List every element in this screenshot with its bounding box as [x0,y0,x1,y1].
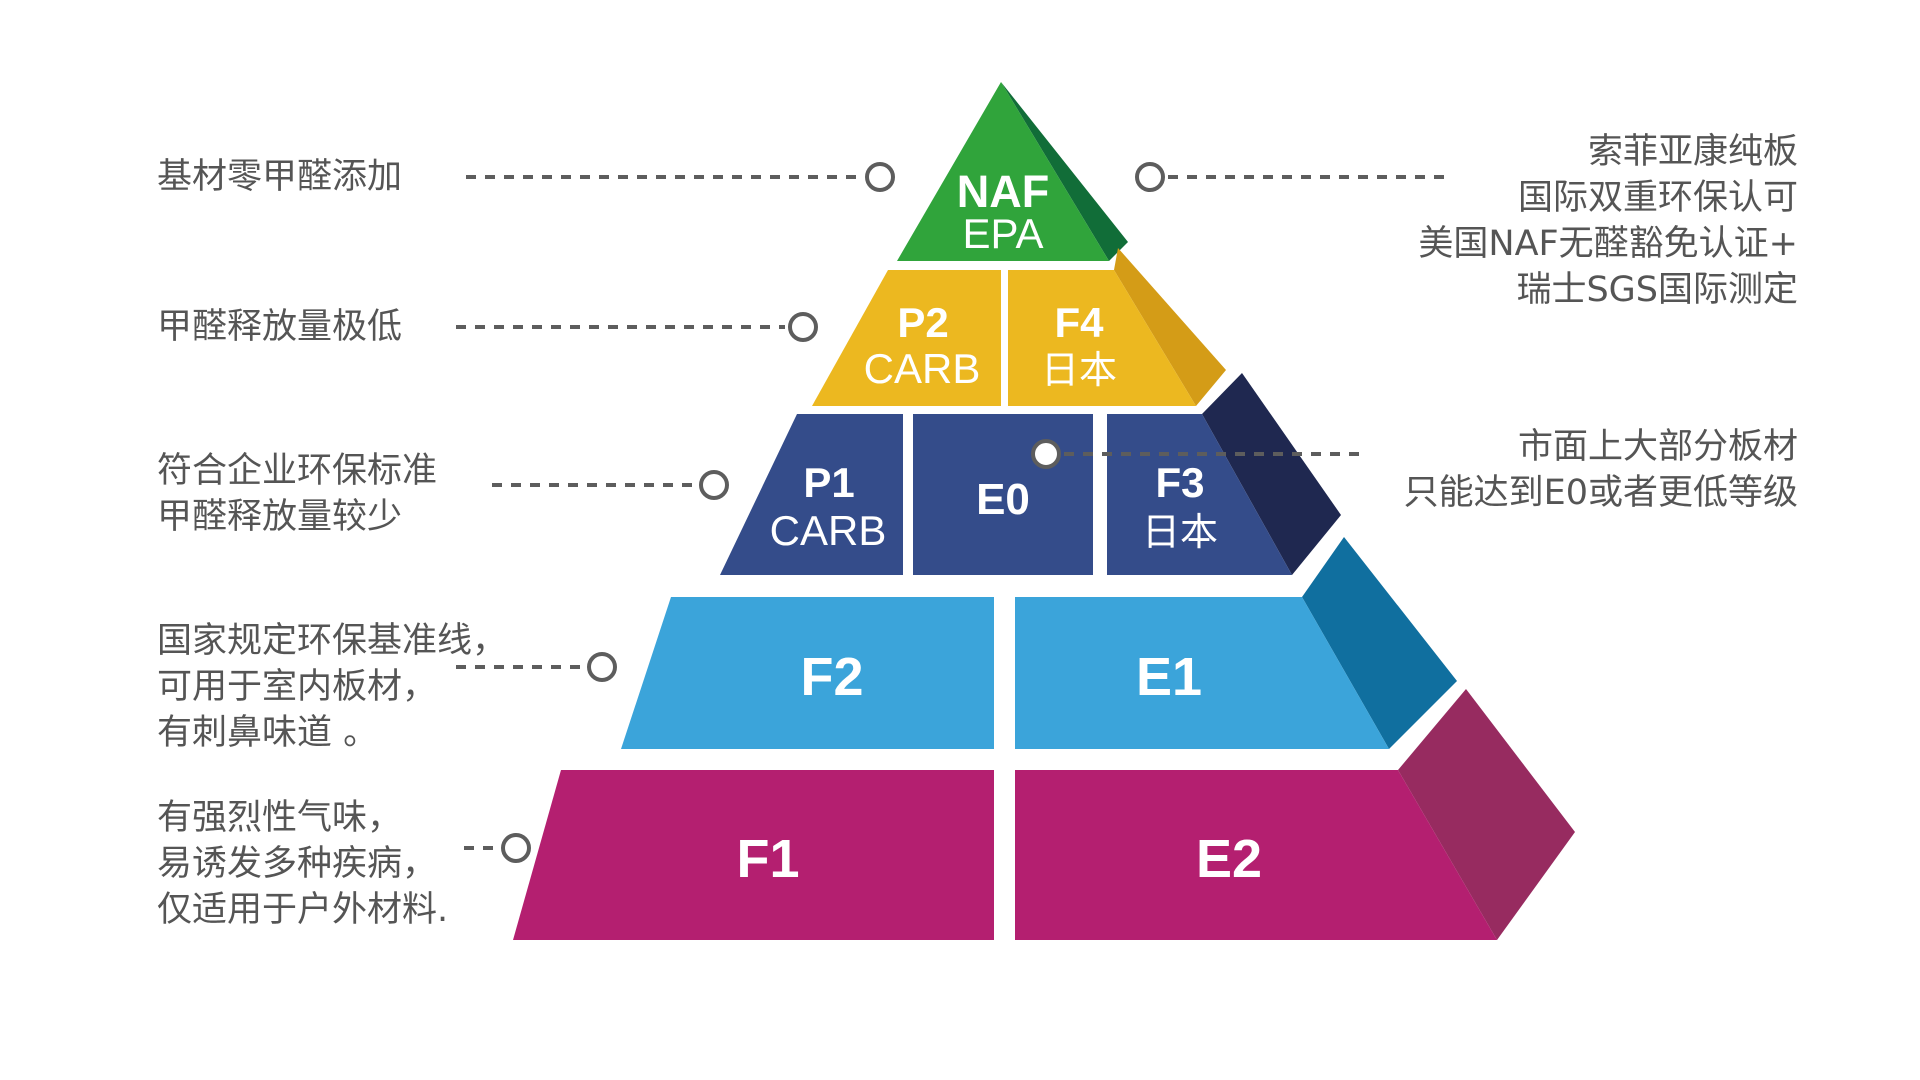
naf-standard: EPA [963,210,1044,257]
tier5-f1 [513,770,994,940]
f4-standard: 日本 [1041,350,1117,392]
connector-dot-5 [501,833,531,863]
note-line: 国家规定环保基准线， [157,621,508,661]
tier3-f3 [1107,414,1292,575]
tier5-side [1398,689,1575,940]
connector-dot-3 [699,470,729,500]
note-line: 可用于室内板材， [157,667,438,707]
left-note-2: 甲醛释放量极低 [157,304,402,350]
e2-code: E2 [1196,829,1262,889]
tier2-side [1114,248,1226,406]
tier4-f2 [621,597,994,749]
note-line: 只能达到E0或者更低等级 [1403,473,1798,513]
left-note-3: 符合企业环保标准 甲醛释放量较少 [157,448,437,540]
note-line: 易诱发多种疾病， [157,844,438,884]
naf-code: NAF [957,166,1049,217]
note-line: 美国NAF无醛豁免认证+ [1418,224,1798,264]
note-line: 市面上大部分板材 [1517,427,1798,467]
e1-code: E1 [1136,647,1202,707]
connector-dot-right-2 [1031,439,1061,469]
connector-dot-right-1 [1135,162,1165,192]
tier-top-naf [897,82,1109,261]
note-line: 有强烈性气味， [157,798,403,838]
tier2-f4 [1008,270,1196,406]
f3-code: F3 [1155,459,1204,506]
tier3-side [1202,373,1341,575]
f2-code: F2 [800,647,863,707]
tier4-e1 [1015,597,1389,749]
p2-standard: CARB [864,345,981,392]
connector-dot-1 [865,162,895,192]
e0-code: E0 [976,475,1030,524]
left-note-4: 国家规定环保基准线， 可用于室内板材， 有刺鼻味道 。 [157,618,507,756]
note-line: 甲醛释放量极低 [157,307,403,347]
f4-code: F4 [1054,299,1104,346]
connector-dot-2 [788,312,818,342]
p2-code: P2 [897,299,948,346]
tier4-side [1302,537,1457,749]
note-line: 有刺鼻味道 。 [157,713,379,753]
note-line: 符合企业环保标准 [157,451,438,491]
tier3-p1 [720,414,903,575]
tier2-p2 [812,270,1001,406]
note-line: 国际双重环保认可 [1517,178,1798,218]
f3-standard: 日本 [1142,512,1218,554]
f1-code: F1 [736,829,799,889]
note-line: 瑞士SGS国际测定 [1516,270,1798,310]
note-line: 甲醛释放量较少 [157,497,403,537]
right-note-1: 索菲亚康纯板 国际双重环保认可 美国NAF无醛豁免认证+ 瑞士SGS国际测定 [1418,129,1798,313]
note-line: 基材零甲醛添加 [157,157,403,197]
right-note-2: 市面上大部分板材 只能达到E0或者更低等级 [1404,424,1798,516]
connector-dot-4 [587,652,617,682]
tier-top-side [1001,82,1128,261]
left-note-5: 有强烈性气味， 易诱发多种疾病， 仅适用于户外材料. [157,795,448,933]
tier5-e2 [1015,770,1497,940]
left-note-1: 基材零甲醛添加 [157,154,402,200]
note-line: 索菲亚康纯板 [1587,132,1798,172]
p1-standard: CARB [770,507,887,554]
p1-code: P1 [803,459,854,506]
note-line: 仅适用于户外材料. [157,890,449,930]
